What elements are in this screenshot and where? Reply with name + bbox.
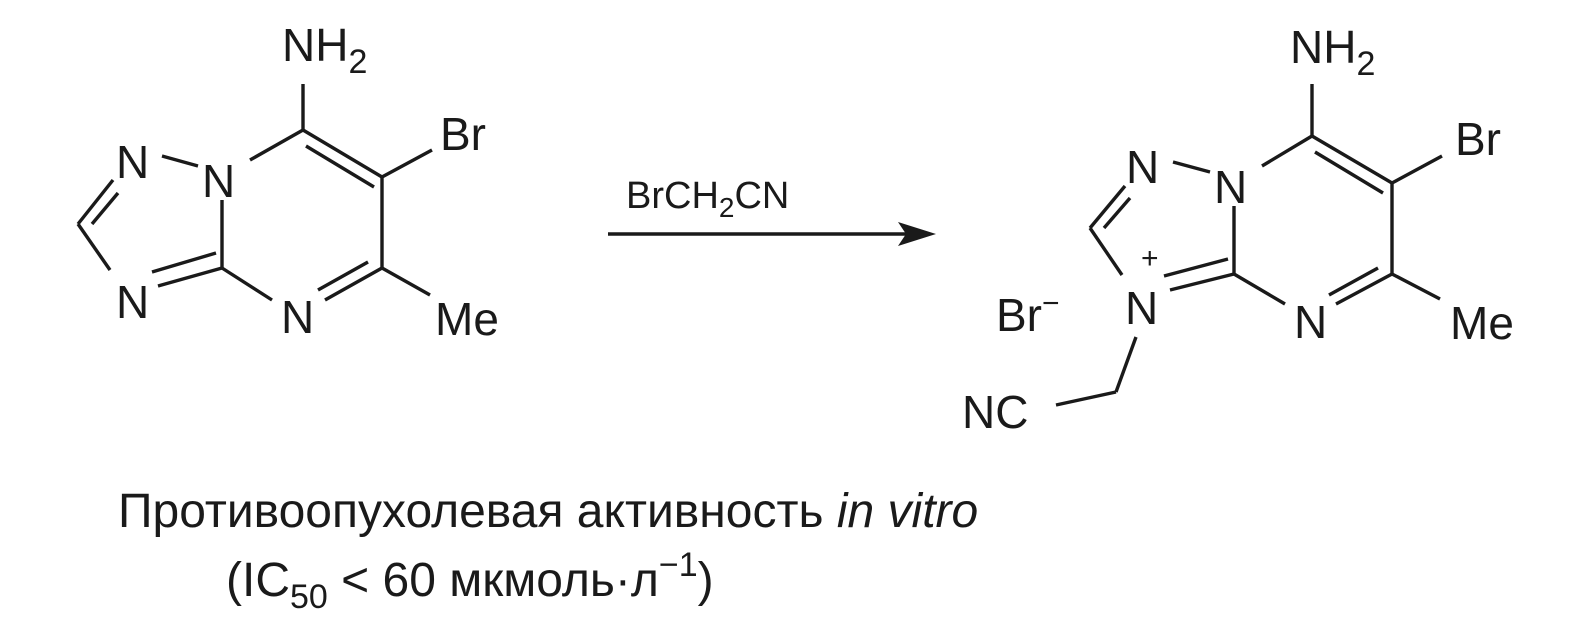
ring-nitrogen-label: N xyxy=(1294,296,1327,348)
caption-line-1: Противоопухолевая активность in vitro xyxy=(118,485,978,538)
bond xyxy=(302,128,383,179)
bond xyxy=(1102,196,1132,230)
bond xyxy=(151,251,217,274)
reactant-molecule: NH2 Br Me N N N N xyxy=(76,19,499,345)
positive-charge-label: + xyxy=(1141,242,1159,275)
bromo-label: Br xyxy=(440,108,486,160)
bond xyxy=(305,144,375,189)
ring-nitrogen-label: N xyxy=(281,291,314,343)
bond xyxy=(221,266,273,302)
nitrile-label: NC xyxy=(962,386,1028,438)
bond xyxy=(1088,184,1127,230)
bond xyxy=(1114,336,1138,393)
bond xyxy=(1328,266,1379,297)
bond xyxy=(157,266,223,288)
bond xyxy=(1391,154,1443,185)
bond xyxy=(1233,272,1286,306)
bond xyxy=(381,266,431,297)
reagent-label: BrCH2CN xyxy=(626,175,789,223)
methyl-label: Me xyxy=(435,293,499,345)
bond xyxy=(1311,134,1393,185)
bond xyxy=(76,178,115,226)
bond xyxy=(161,154,199,168)
quaternary-nitrogen-label: N xyxy=(1125,282,1158,334)
ring-nitrogen-label: N xyxy=(1126,141,1159,193)
bond xyxy=(1261,134,1313,168)
ring-nitrogen-label: N xyxy=(116,276,149,328)
methyl-label: Me xyxy=(1450,297,1514,349)
bridgehead-nitrogen-label: N xyxy=(1214,161,1247,213)
bond xyxy=(1088,227,1124,276)
bond xyxy=(324,266,383,302)
bond xyxy=(1314,150,1384,195)
bond xyxy=(249,128,304,162)
bond xyxy=(76,223,112,271)
bond xyxy=(381,148,433,179)
bromide-counterion-label: Br− xyxy=(996,287,1060,341)
activity-caption: Противоопухолевая активность in vitro (I… xyxy=(118,485,978,616)
bond xyxy=(1172,160,1211,174)
bridgehead-nitrogen-label: N xyxy=(202,155,235,207)
arrowhead xyxy=(898,222,936,246)
bond xyxy=(1169,272,1235,292)
bond xyxy=(317,260,369,292)
bond xyxy=(1163,257,1229,278)
bond xyxy=(90,191,120,226)
bond xyxy=(1335,272,1393,306)
amino-group-label: NH2 xyxy=(282,19,367,81)
bond xyxy=(1055,390,1117,407)
product-molecule: NH2 Br Me N N N + N Br− NC xyxy=(962,21,1514,438)
ring-nitrogen-label: N xyxy=(116,136,149,188)
amino-group-label: NH2 xyxy=(1290,21,1375,83)
caption-line-2: (IC50 < 60 мкмоль·л−1) xyxy=(226,546,714,616)
bond xyxy=(1391,272,1441,301)
bromo-label: Br xyxy=(1455,113,1501,165)
reaction-arrow: BrCH2CN xyxy=(608,175,936,246)
